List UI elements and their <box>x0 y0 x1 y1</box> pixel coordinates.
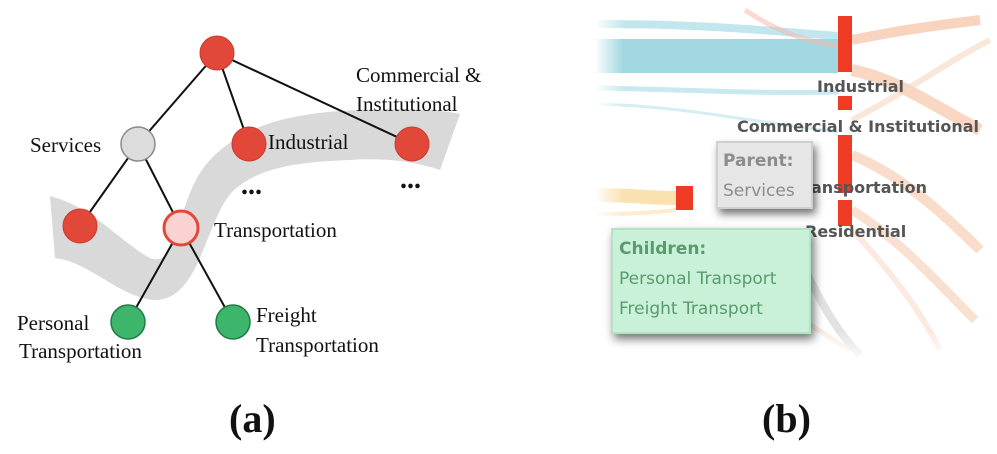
label-services: Services <box>30 133 101 157</box>
label-commercial-line2: Institutional <box>356 92 458 116</box>
label-commercial-line1: Commercial & <box>356 63 481 87</box>
sankey-node-bars <box>676 16 852 226</box>
edge-root-services <box>137 52 218 145</box>
fade-bottom <box>594 330 997 364</box>
sankey-label-commercial: Commercial & Institutional <box>737 117 979 136</box>
left-leaf-node <box>62 208 98 244</box>
panel-b-sankey: Industrial Commercial & Institutional an… <box>594 0 997 441</box>
flow-pink-up <box>743 7 839 49</box>
flow-orange-3 <box>850 150 984 254</box>
bar-commercial <box>838 135 852 193</box>
label-freight-line1: Freight <box>256 303 317 327</box>
label-personal-line1: Personal <box>17 311 89 335</box>
industrial-node <box>231 126 267 162</box>
flow-orange-1 <box>850 15 981 45</box>
freight-node <box>215 304 251 340</box>
edge-root-commercial <box>216 52 413 145</box>
parent-tooltip-item: Services <box>723 181 795 201</box>
children-tooltip-item: Personal Transport <box>619 269 777 289</box>
caption-a: (a) <box>229 396 276 441</box>
label-freight-line2: Transportation <box>256 333 379 357</box>
children-tooltip-heading: Children: <box>619 239 707 259</box>
flow-blue-upper <box>596 20 839 40</box>
label-industrial: Industrial <box>268 130 349 154</box>
parent-tooltip-heading: Parent: <box>723 151 794 171</box>
ellipsis-industrial: ... <box>241 170 262 201</box>
label-transportation: Transportation <box>214 218 337 242</box>
ellipsis-commercial: ... <box>400 164 421 195</box>
panel-a-tree: Services Industrial Commercial & Institu… <box>17 35 481 441</box>
personal-node <box>110 304 146 340</box>
parent-tooltip: Parent: Services <box>716 141 813 209</box>
children-tooltip: Children: Personal Transport Freight Tra… <box>611 228 811 334</box>
sankey-label-residential: Residential <box>805 222 906 241</box>
bar-industrial-2 <box>838 96 852 110</box>
sankey-label-transportation: ansportation <box>811 178 927 197</box>
label-personal-line2: Transportation <box>19 339 142 363</box>
root-node <box>199 35 235 71</box>
transportation-node <box>162 209 200 247</box>
commercial-node <box>394 126 430 162</box>
bar-transportation <box>838 200 852 226</box>
bar-industrial <box>838 16 852 72</box>
flow-orange-2 <box>850 64 983 136</box>
children-tooltip-item: Freight Transport <box>619 299 763 319</box>
services-node <box>120 126 156 162</box>
bar-services <box>676 186 693 210</box>
highlight-band <box>50 109 460 300</box>
flow-blue-lower <box>596 85 839 96</box>
flow-blue-thin <box>596 102 839 134</box>
flow-orange-6 <box>850 37 992 123</box>
flow-orange-4 <box>849 206 979 324</box>
sankey-label-industrial: Industrial <box>817 77 904 96</box>
caption-b: (b) <box>762 396 811 441</box>
